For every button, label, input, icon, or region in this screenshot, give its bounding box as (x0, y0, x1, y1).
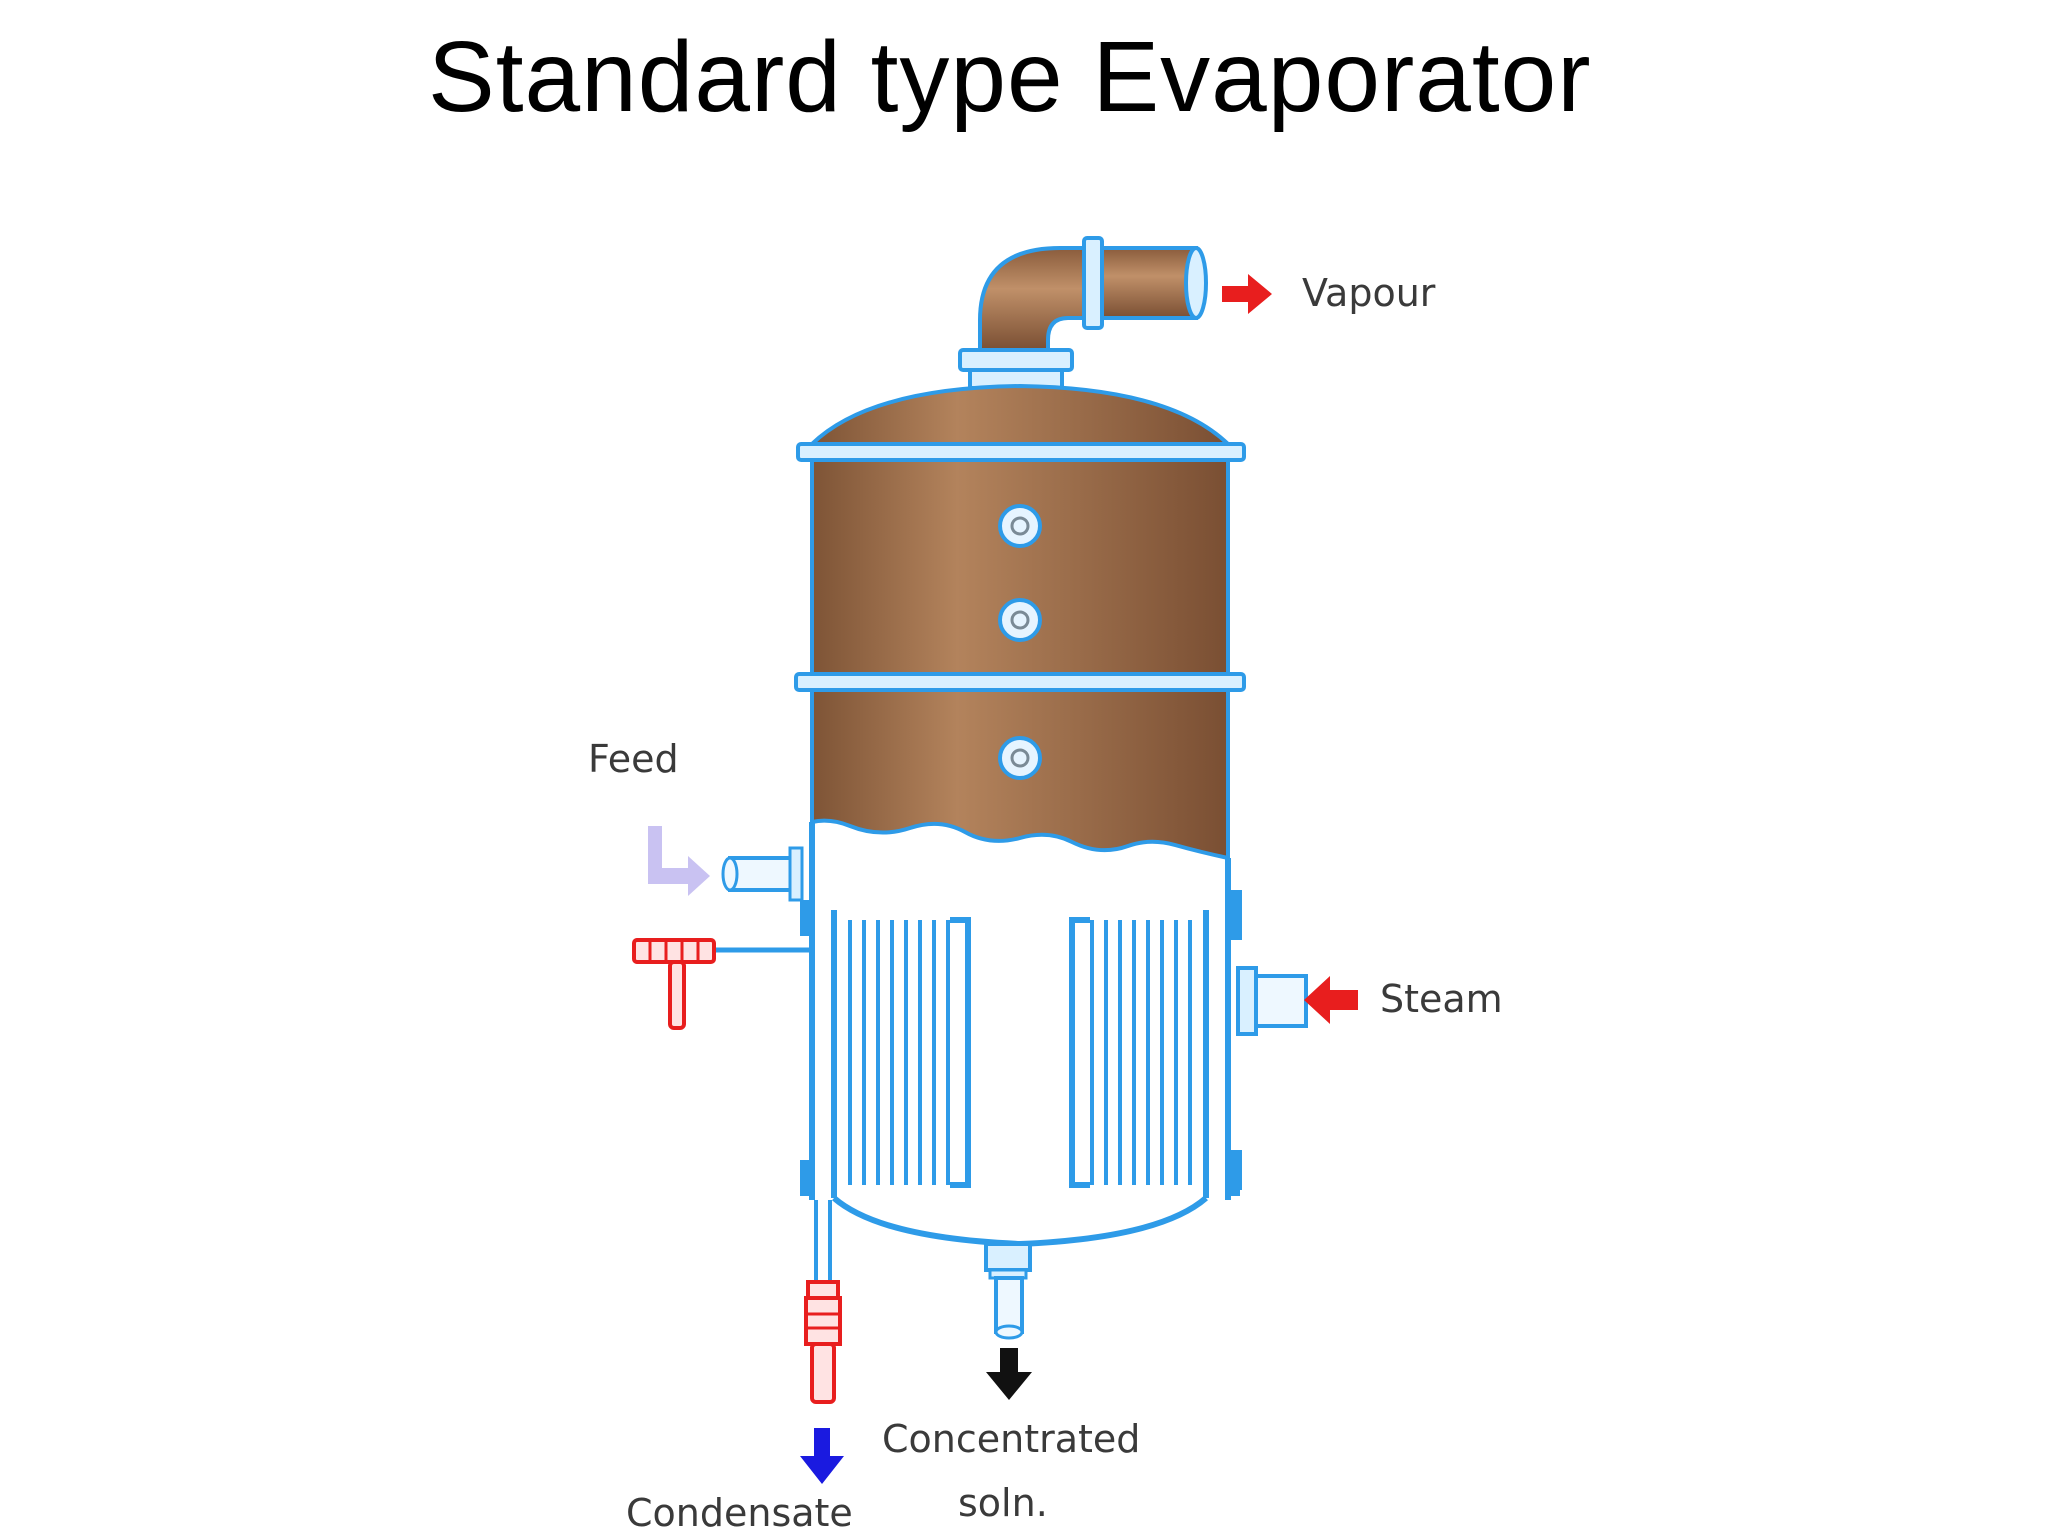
soln-label: soln. (958, 1481, 1048, 1525)
vessel-dome (807, 383, 1233, 446)
top-flange (796, 442, 1246, 462)
vessel-bottom (832, 1195, 1208, 1248)
vapour-label: Vapour (1302, 271, 1436, 315)
feed-arrow-icon (648, 826, 710, 896)
tube-bundle-left (848, 917, 971, 1188)
condensate-label: Condensate (626, 1491, 853, 1535)
vessel-walls (809, 822, 1231, 1200)
vapour-arrow-icon (1222, 274, 1272, 314)
condensate-arrow-icon (800, 1428, 844, 1484)
product-arrow-icon (986, 1348, 1032, 1400)
slide-title: Standard type Evaporator (428, 21, 1592, 133)
steam-valve (632, 938, 812, 1030)
steam-arrow-icon (1304, 976, 1358, 1024)
concentrated-label: Concentrated (882, 1417, 1140, 1461)
product-outlet (984, 1242, 1032, 1340)
steam-inlet-pipe (1226, 890, 1308, 1190)
sight-glass-icon (998, 504, 1042, 548)
tube-bundle-right (1069, 917, 1192, 1188)
sight-glass-icon (998, 598, 1042, 642)
vapour-outlet-pipe (958, 236, 1208, 390)
condensate-drain (804, 1200, 842, 1404)
feed-inlet-pipe (721, 846, 804, 902)
sight-glass-icon (998, 736, 1042, 780)
steam-label: Steam (1380, 977, 1503, 1021)
feed-label: Feed (588, 737, 679, 781)
middle-flange (794, 672, 1246, 692)
